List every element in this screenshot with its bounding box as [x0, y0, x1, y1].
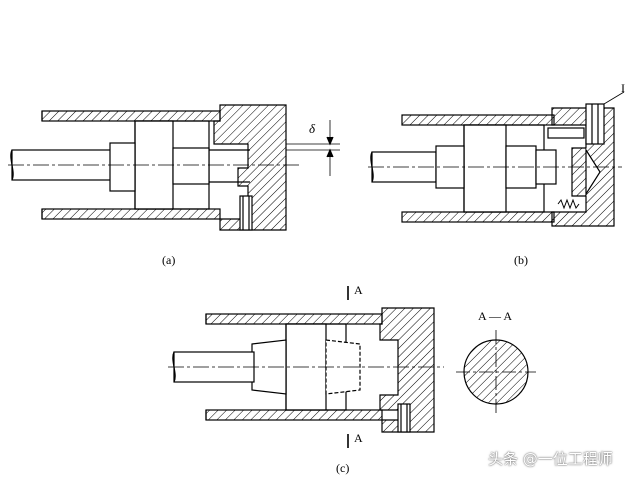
fig-c-port — [397, 403, 411, 433]
fig-c-end-cap — [379, 307, 435, 433]
caption-b: (b) — [514, 253, 528, 267]
watermark: 头条 @一位工程师 — [488, 450, 613, 468]
fig-c-top-wall — [205, 313, 383, 325]
fig-a-delta-label: δ — [309, 121, 316, 136]
fig-c-section-mark-bottom: A — [354, 431, 363, 445]
fig-c-section-mark-top: A — [354, 283, 363, 297]
fig-a-port — [239, 195, 253, 231]
figure-b-drawing — [368, 91, 625, 227]
fig-b-bottom-wall — [401, 211, 555, 223]
figure-a-drawing — [8, 104, 340, 231]
fig-b-spring — [557, 198, 580, 210]
fig-a-bottom-wall — [41, 208, 221, 220]
fig-b-piston — [463, 124, 507, 213]
fig-b-top-wall — [401, 114, 555, 126]
fig-a-end-cap — [213, 104, 287, 231]
fig-b-valve — [585, 103, 605, 145]
fig-c-bottom-wall — [205, 409, 383, 421]
fig-c-section-title: A — A — [478, 309, 512, 323]
caption-c: (c) — [336, 461, 350, 475]
fig-a-top-wall — [41, 110, 221, 122]
caption-a: (a) — [162, 253, 176, 267]
fig-b-callout-label: I — [621, 81, 625, 95]
figure-c-drawing — [168, 286, 536, 448]
